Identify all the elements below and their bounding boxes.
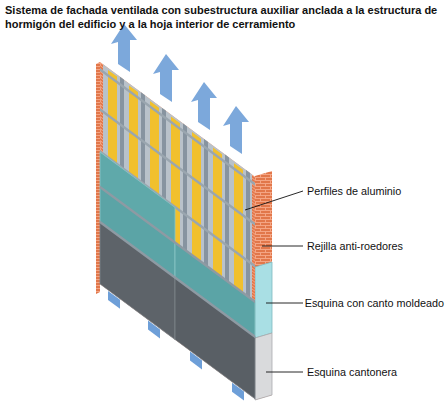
diagram-title: Sistema de fachada ventilada con subestr…	[5, 3, 443, 31]
wall-face	[100, 62, 255, 409]
part-label: Perfiles de aluminio	[306, 185, 402, 198]
part-label: Rejilla anti-roedores	[306, 240, 404, 253]
brick-edge	[96, 62, 100, 294]
brick-side	[255, 171, 272, 400]
part-label: Esquina con canto moldeado	[304, 297, 445, 310]
part-label: Esquina cantonera	[306, 366, 398, 379]
corner-guard	[255, 333, 272, 400]
air-arrows	[111, 24, 249, 154]
leader-lines	[245, 191, 303, 372]
molded-corner	[255, 262, 272, 338]
